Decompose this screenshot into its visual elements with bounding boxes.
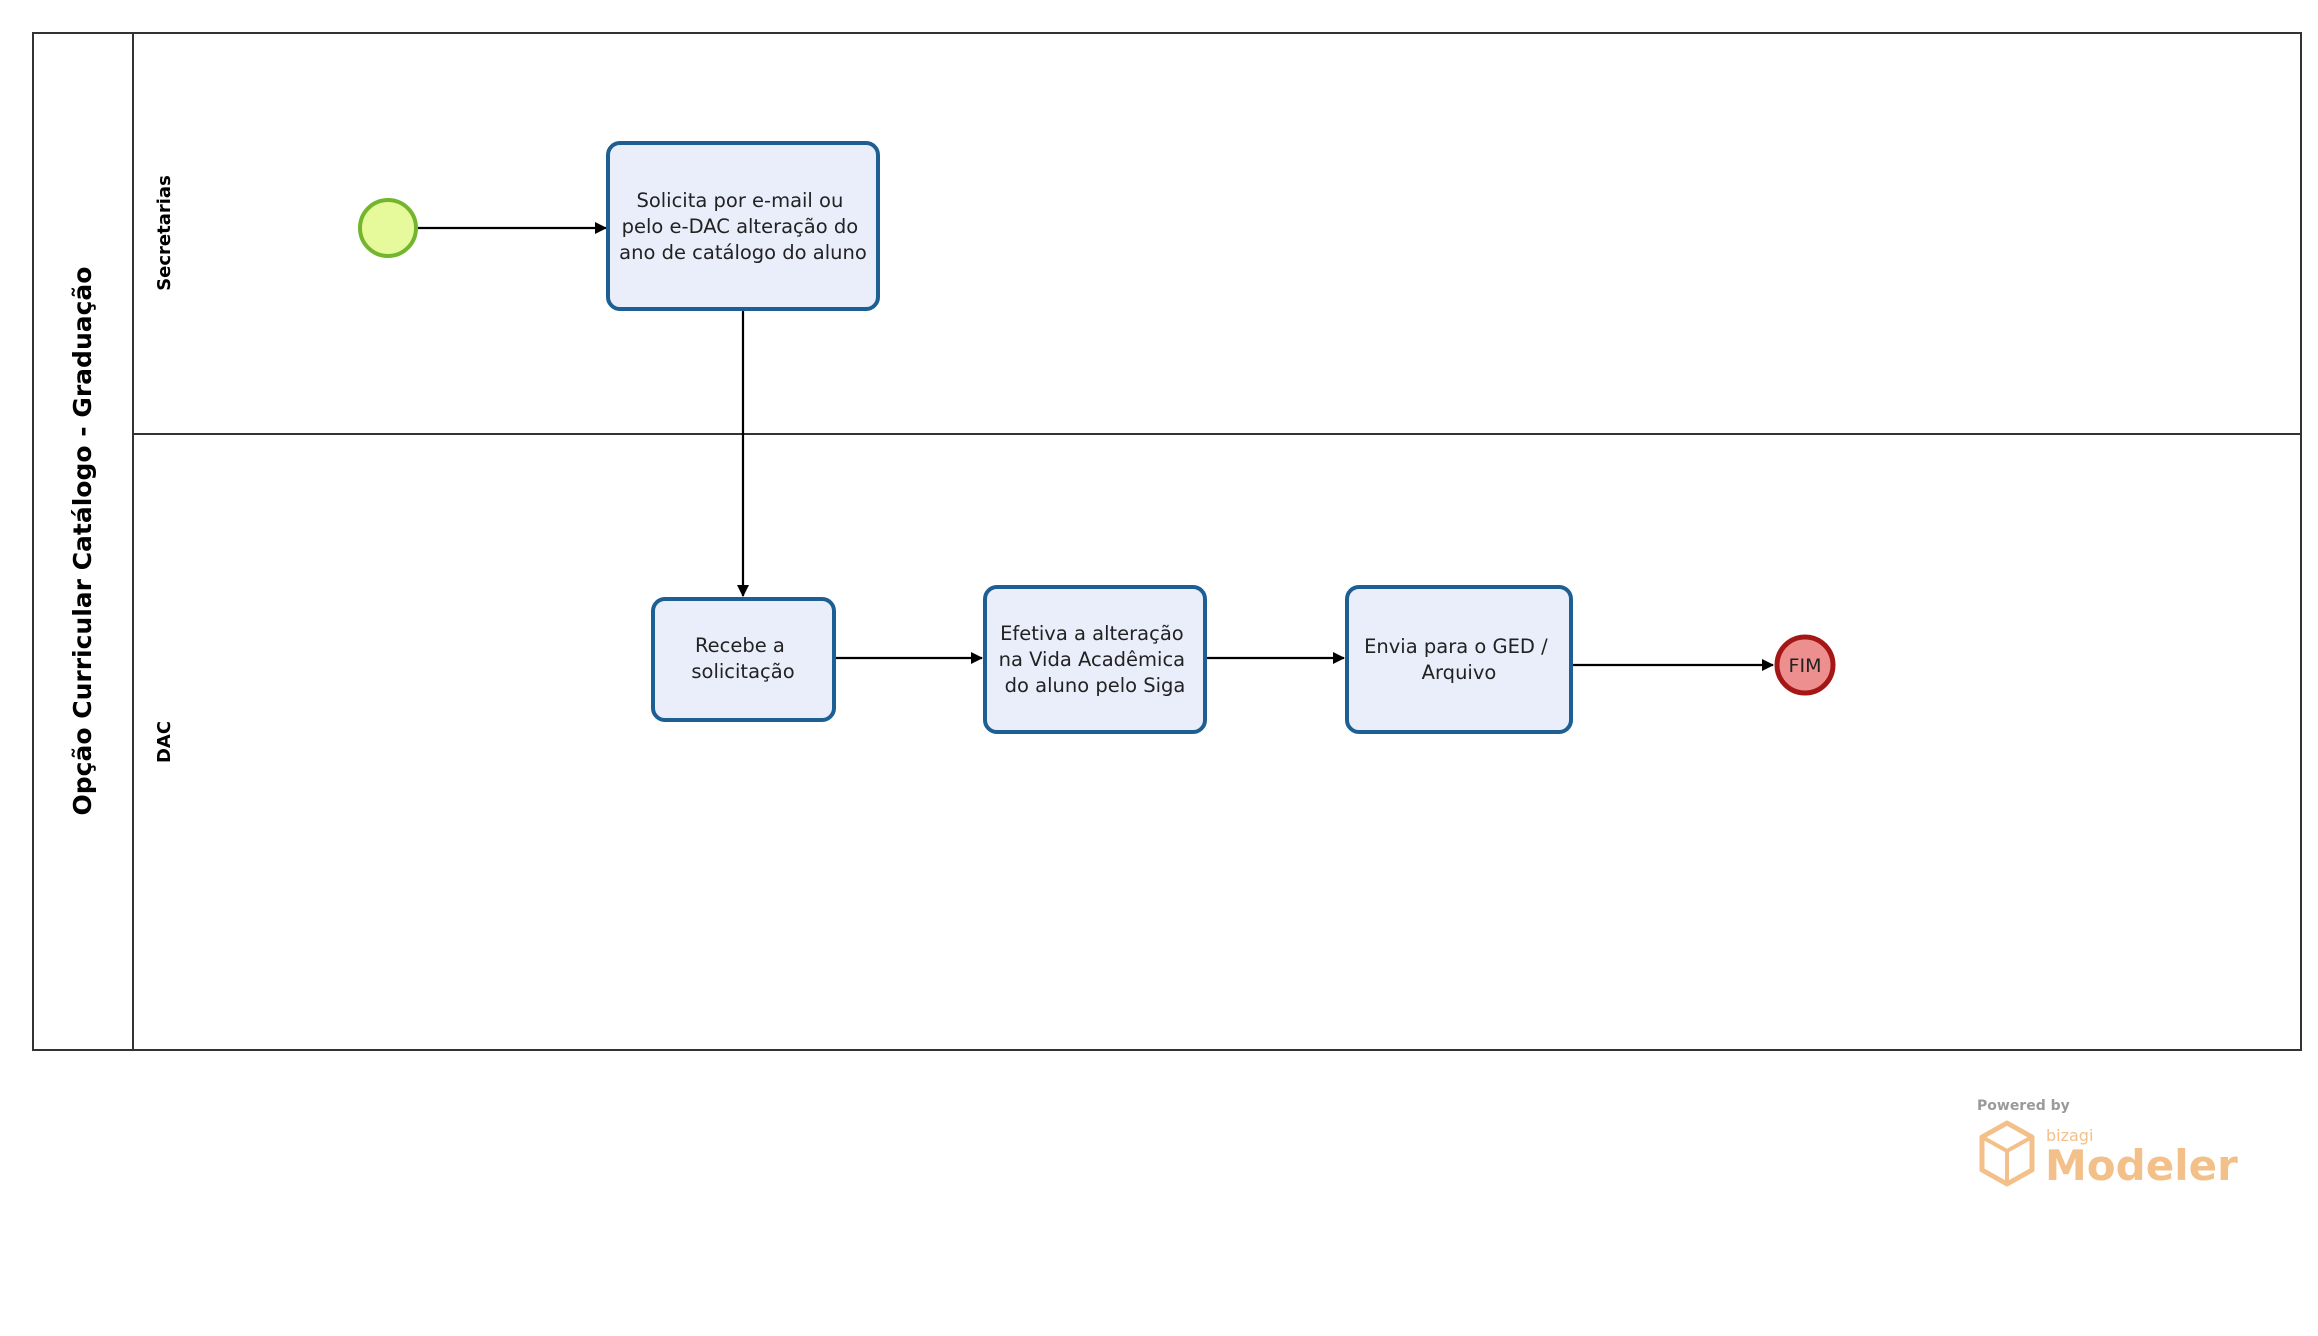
task-solicita-line-3: ano de catálogo do aluno [619, 241, 867, 264]
task-recebe-box[interactable] [651, 597, 836, 722]
task-recebe-line-2: solicitação [691, 660, 794, 683]
lane-title-dac: DAC [154, 721, 175, 763]
task-recebe-line-1: Recebe a [695, 634, 785, 657]
task-envia-line-2: Arquivo [1422, 661, 1497, 684]
task-envia-line-1: Envia para o GED / [1364, 635, 1548, 658]
pool: Opção Curricular Catálogo - Graduação [32, 32, 2302, 1051]
task-recebe-label: Recebe a solicitação [691, 634, 794, 683]
lane-dac: DAC [154, 721, 175, 763]
end-event-circle[interactable] [1774, 634, 1836, 696]
task-recebe[interactable]: Recebe a solicitação [651, 597, 836, 722]
sequence-flows [418, 222, 1774, 671]
bizagi-watermark: Powered by bizagi Modeler [1977, 1098, 2238, 1190]
task-efetiva-line-1: Efetiva a alteração [1000, 622, 1184, 645]
watermark-brand: bizagi [2046, 1126, 2093, 1145]
start-event[interactable] [358, 198, 418, 258]
pool-border [32, 32, 2302, 1051]
task-efetiva-box[interactable] [983, 585, 1207, 734]
task-efetiva-label: Efetiva a alteração na Vida Acadêmica do… [999, 622, 1192, 697]
task-efetiva[interactable]: Efetiva a alteração na Vida Acadêmica do… [983, 585, 1207, 734]
task-solicita[interactable]: Solicita por e-mail ou pelo e-DAC altera… [606, 141, 880, 311]
task-solicita-label: Solicita por e-mail ou pelo e-DAC altera… [619, 189, 867, 264]
watermark-powered-by: Powered by [1977, 1098, 2070, 1114]
task-envia[interactable]: Envia para o GED / Arquivo [1345, 585, 1573, 734]
end-event-label: FIM [1789, 655, 1822, 677]
lane-secretarias: Secretarias [154, 175, 175, 291]
task-efetiva-line-2: na Vida Acadêmica [999, 648, 1186, 671]
task-solicita-line-2: pelo e-DAC alteração do [622, 215, 859, 238]
bizagi-logo-icon [1979, 1120, 2035, 1187]
task-solicita-box[interactable] [606, 141, 880, 311]
task-envia-box[interactable] [1345, 585, 1573, 734]
task-solicita-line-1: Solicita por e-mail ou [636, 189, 843, 212]
task-efetiva-line-3: do aluno pelo Siga [1005, 674, 1186, 697]
pool-title: Opção Curricular Catálogo - Graduação [68, 267, 97, 816]
lane-title-secretarias: Secretarias [154, 175, 175, 291]
task-envia-label: Envia para o GED / Arquivo [1364, 635, 1554, 684]
watermark-product: Modeler [2045, 1141, 2238, 1190]
end-event[interactable]: FIM [1774, 634, 1836, 696]
